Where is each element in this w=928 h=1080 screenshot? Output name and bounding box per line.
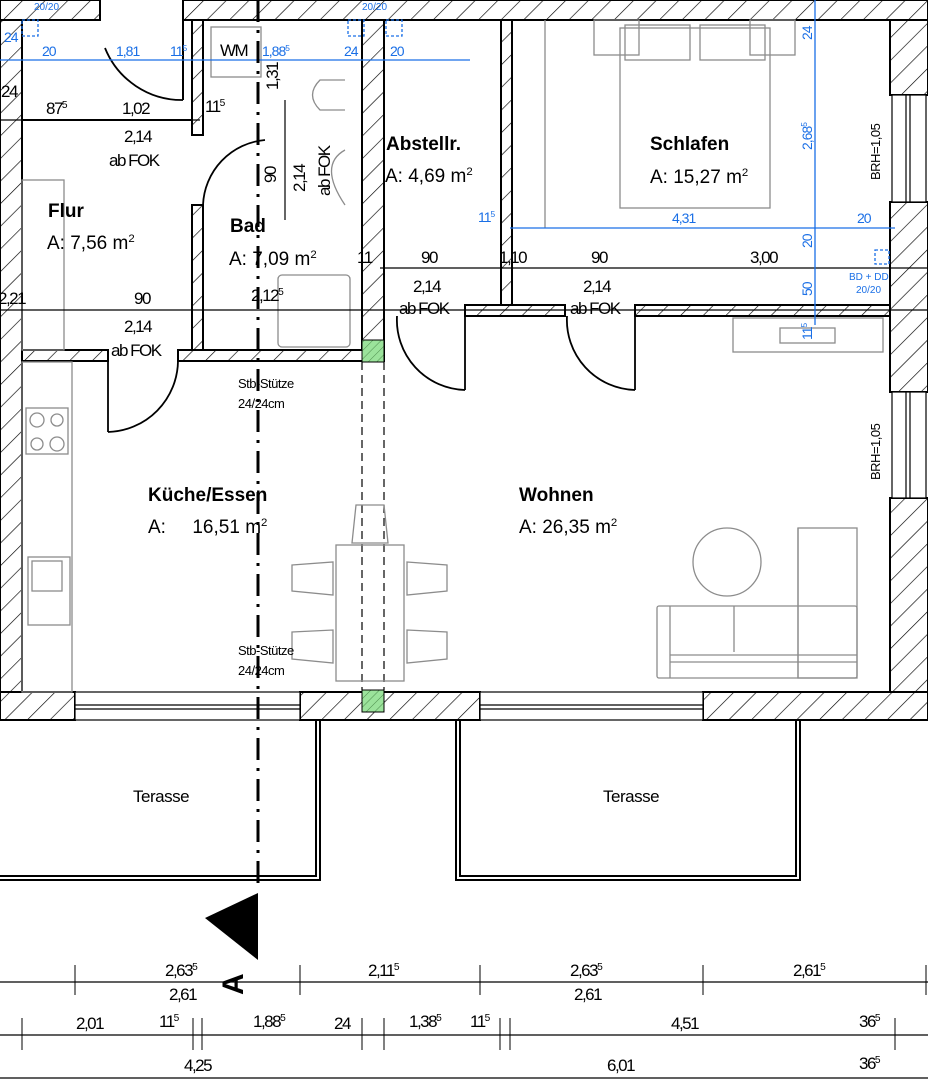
room-name-flur: Flur xyxy=(48,201,84,222)
column-label-bottom: Stb-Stütze xyxy=(238,643,294,658)
room-name-abstellr: Abstellr. xyxy=(386,134,461,155)
dim: 90 xyxy=(421,248,438,267)
door-height-kueche: 2,14 xyxy=(124,317,153,336)
dim-bottom: 365 xyxy=(859,1012,881,1031)
window-sill-schlafen: BRH=1,05 xyxy=(868,123,883,180)
dim-bottom: 115 xyxy=(470,1012,490,1031)
dim: 90 xyxy=(134,289,151,308)
dim-bottom: 4,51 xyxy=(671,1014,700,1033)
room-area-flur: A: 7,56 m2 xyxy=(47,233,135,254)
dim-bottom: 2,115 xyxy=(368,961,400,980)
dim-bottom: 4,25 xyxy=(184,1056,213,1075)
dim-bath-door: 90 xyxy=(261,167,280,183)
column-size-bottom: 24/24cm xyxy=(238,663,285,678)
dim-bottom: 2,01 xyxy=(76,1014,105,1033)
room-area-wohnen: A: 26,35 m2 xyxy=(519,517,618,538)
door-height-bad: 2,14 xyxy=(290,164,309,192)
room-name-kueche: Küche/Essen xyxy=(148,485,268,506)
room-area-abstellr: A: 4,69 m2 xyxy=(385,166,473,187)
column-label-top: Stb-Stütze xyxy=(238,376,294,391)
dim: 875 xyxy=(46,99,68,118)
blue-dim: 1,81 xyxy=(116,43,140,59)
room-area-bad: A: 7,09 m2 xyxy=(229,249,317,270)
dim-bottom: 1,385 xyxy=(409,1012,442,1031)
door-height-schlafen: 2,14 xyxy=(583,277,612,296)
blue-dim: 20 xyxy=(42,43,57,59)
blue-dim-bedroom-left: 115 xyxy=(478,208,495,225)
section-line-a xyxy=(205,0,260,960)
blue-dimension-lines xyxy=(0,0,895,325)
dim-bottom: 2,615 xyxy=(793,961,826,980)
column-size-top: 24/24cm xyxy=(238,396,285,411)
blue-dim: 24 xyxy=(344,43,359,59)
blue-dim-bedroom-right: 20 xyxy=(857,210,872,226)
blue-dim: 1,885 xyxy=(262,42,290,59)
dim: 24 xyxy=(1,82,18,101)
dim: 11 xyxy=(357,248,373,267)
dim: 2,21 xyxy=(0,289,27,308)
blue-dim-bedroom-top: 24 xyxy=(799,26,815,40)
dim: 90 xyxy=(591,248,608,267)
door-swings xyxy=(104,47,636,433)
duct-size-top-left: 20/20 xyxy=(34,2,60,13)
terrace-label-right: Terasse xyxy=(603,787,660,806)
dim-bottom-sub: 2,61 xyxy=(574,985,603,1004)
washing-machine-label: WM xyxy=(220,41,249,60)
dim-bottom: 365 xyxy=(859,1054,881,1073)
door-ref-flur: ab FOK xyxy=(109,151,160,170)
dim-bottom: 2,635 xyxy=(570,961,603,980)
room-name-wohnen: Wohnen xyxy=(519,485,594,506)
dim-bottom-sub: 2,61 xyxy=(169,985,198,1004)
dimension-lines xyxy=(0,100,928,1079)
blue-dim-vert: 115 xyxy=(798,323,815,340)
dim-bottom: 24 xyxy=(334,1014,351,1033)
duct-size-top-mid: 20/20 xyxy=(362,2,388,13)
dim-bottom: 6,01 xyxy=(607,1056,636,1075)
door-ref-bad: ab FOK xyxy=(315,146,334,196)
concrete-column-top xyxy=(361,339,385,363)
duct-bd-dd-label: BD + DD xyxy=(849,272,889,283)
terraces xyxy=(0,720,801,881)
blue-dim: 115 xyxy=(170,42,187,59)
dim-bottom: 2,635 xyxy=(165,961,198,980)
blue-dim-bedroom-depth: 2,685 xyxy=(798,123,815,150)
blue-dim-vert: 20 xyxy=(799,234,815,248)
dim-bath-wall: 1,31 xyxy=(263,62,282,90)
windows xyxy=(74,94,927,721)
concrete-column-bottom xyxy=(361,689,385,713)
section-marker-a: A xyxy=(217,973,250,995)
window-sill-wohnen: BRH=1,05 xyxy=(868,423,883,480)
dim: 2,125 xyxy=(251,286,284,305)
terrace-label-left: Terasse xyxy=(133,787,190,806)
room-name-bad: Bad xyxy=(230,216,266,237)
dim: 1,02 xyxy=(122,99,151,118)
dim-bottom: 1,885 xyxy=(253,1012,286,1031)
door-height-flur: 2,14 xyxy=(124,127,153,146)
dim: 1,10 xyxy=(499,248,528,267)
door-ref-schlafen: ab FOK xyxy=(570,299,621,318)
room-area-schlafen: A: 15,27 m2 xyxy=(650,167,749,188)
dim-bottom: 115 xyxy=(159,1012,179,1031)
room-area-kueche: A: 16,51 m2 xyxy=(148,517,268,538)
furniture xyxy=(21,19,884,693)
blue-dim: 20 xyxy=(390,43,405,59)
blue-dim-bedroom-width: 4,31 xyxy=(672,210,696,226)
door-ref-abstellr: ab FOK xyxy=(399,299,450,318)
door-height-abstellr: 2,14 xyxy=(413,277,442,296)
dim: 3,00 xyxy=(750,248,779,267)
door-ref-kueche: ab FOK xyxy=(111,341,162,360)
duct-bd-dd-size: 20/20 xyxy=(856,285,882,296)
blue-dim: 24 xyxy=(4,29,19,45)
dim: 115 xyxy=(205,97,225,116)
blue-dim-vert: 50 xyxy=(799,282,815,296)
room-name-schlafen: Schlafen xyxy=(650,134,730,155)
